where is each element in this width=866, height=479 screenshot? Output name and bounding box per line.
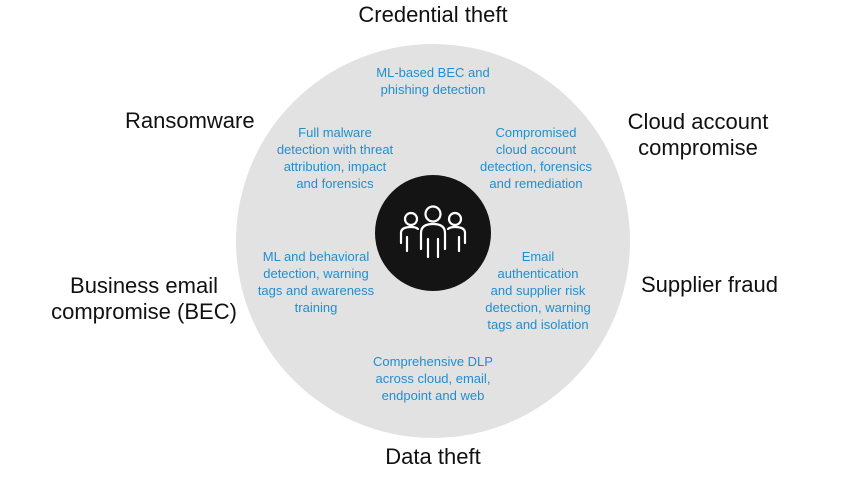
capability-behavioral-detection: ML and behavioral detection, warning tag… — [257, 249, 375, 315]
capability-ml-bec-phishing: ML-based BEC and phishing detection — [376, 65, 490, 97]
threat-ransomware: Ransomware — [125, 108, 255, 133]
people-group-icon — [399, 205, 467, 259]
threat-credential-theft: Credential theft — [358, 2, 508, 27]
threat-business-email-compromise: Business email compromise (BEC) — [51, 273, 237, 324]
threat-supplier-fraud: Supplier fraud — [641, 272, 778, 297]
capability-malware-detection: Full malware detection with threat attri… — [276, 125, 394, 191]
people-hub — [375, 175, 491, 291]
capability-email-authentication: Email authentication and supplier risk d… — [485, 249, 591, 332]
capability-cloud-account: Compromised cloud account detection, for… — [479, 125, 592, 191]
threat-cloud-account-compromise: Cloud account compromise — [627, 109, 769, 160]
threat-data-theft: Data theft — [385, 444, 481, 469]
capability-dlp: Comprehensive DLP across cloud, email, e… — [373, 354, 493, 403]
